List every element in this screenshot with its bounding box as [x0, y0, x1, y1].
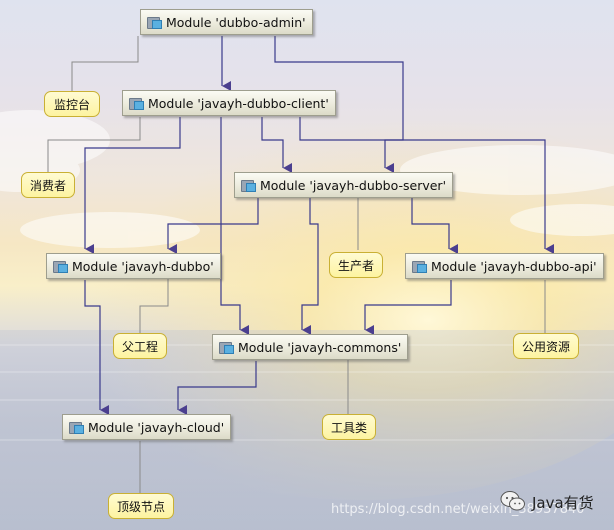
edge-client-commons: [220, 117, 249, 335]
edge-api-commons: [364, 280, 452, 335]
edge-client-api: [299, 117, 554, 254]
edge-client-server: [261, 117, 292, 173]
module-javayh-dubbo[interactable]: Module 'javayh-dubbo': [46, 253, 221, 279]
module-folder-icon: [241, 179, 256, 192]
edge-server-api: [411, 198, 458, 254]
edge-server-commons: [301, 198, 319, 335]
note-consumer: 消费者: [21, 172, 75, 198]
wechat-icon: [500, 491, 525, 511]
module-label: Module 'javayh-dubbo-api': [431, 258, 597, 274]
module-label: Module 'javayh-commons': [238, 339, 402, 355]
module-label: Module 'javayh-dubbo-server': [260, 177, 447, 193]
note-link-consumer: [47, 117, 141, 172]
watermark-brand: Java有货: [532, 494, 594, 512]
module-label: Module 'javayh-cloud': [88, 419, 225, 435]
note-top: 顶级节点: [108, 493, 174, 519]
module-folder-icon: [219, 341, 234, 354]
module-label: Module 'javayh-dubbo': [72, 258, 214, 274]
module-dubbo-admin[interactable]: Module 'dubbo-admin': [140, 9, 313, 35]
module-folder-icon: [147, 16, 162, 29]
module-folder-icon: [412, 260, 427, 273]
note-link-parent: [139, 279, 169, 333]
note-parent: 父工程: [113, 333, 167, 359]
note-producer: 生产者: [329, 252, 383, 278]
module-folder-icon: [53, 260, 68, 273]
module-folder-icon: [129, 97, 144, 110]
module-javayh-commons[interactable]: Module 'javayh-commons': [212, 334, 409, 360]
edge-commons-cloud: [177, 361, 257, 415]
note-link-monitor: [71, 36, 139, 91]
edge-server-dubbo: [167, 198, 259, 254]
note-tools: 工具类: [322, 414, 376, 440]
module-javayh-dubbo-server[interactable]: Module 'javayh-dubbo-server': [234, 172, 454, 198]
module-label: Module 'dubbo-admin': [166, 14, 306, 30]
note-monitor: 监控台: [44, 91, 100, 117]
edge-dubbo-cloud: [84, 280, 109, 415]
module-javayh-cloud[interactable]: Module 'javayh-cloud': [62, 414, 232, 440]
note-public: 公用资源: [513, 333, 579, 359]
edge-client-dubbo: [84, 117, 181, 254]
module-label: Module 'javayh-dubbo-client': [148, 95, 329, 111]
edge-admin-server: [274, 36, 404, 173]
module-javayh-dubbo-api[interactable]: Module 'javayh-dubbo-api': [405, 253, 604, 279]
module-folder-icon: [69, 421, 84, 434]
module-javayh-dubbo-client[interactable]: Module 'javayh-dubbo-client': [122, 90, 336, 116]
